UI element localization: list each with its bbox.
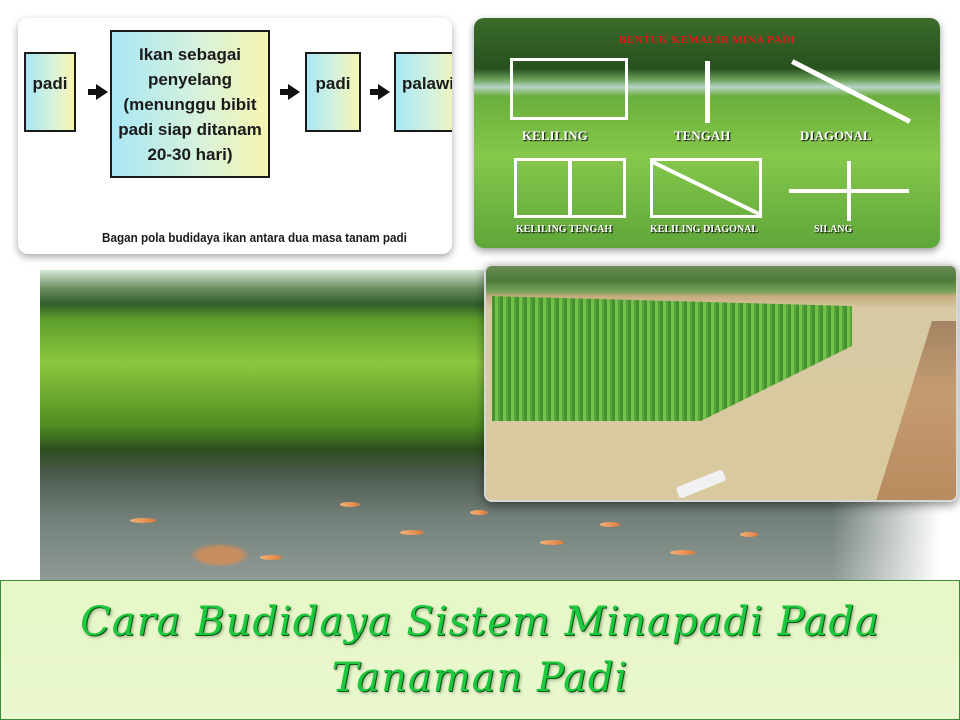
arrow-icon (88, 84, 108, 100)
fish-shape (130, 518, 156, 523)
flow-box-padi-2: padi (305, 52, 361, 132)
shapes-title: BENTUK KEMALIR MINA PADI (618, 34, 796, 46)
rice-plot (492, 296, 852, 421)
fish-shape (260, 555, 282, 560)
rice-field-photo (484, 264, 958, 502)
flow-box-fish-interval: Ikan sebagai penyelang (menunggu bibit p… (110, 30, 270, 178)
flow-caption: Bagan pola budidaya ikan antara dua masa… (102, 230, 407, 245)
water-pipe (675, 469, 727, 499)
label-keliling-tengah: KELILING TENGAH (516, 224, 613, 235)
shape-keliling-tengah (514, 158, 626, 218)
fish-shape (340, 502, 360, 507)
shape-diagonal (788, 58, 911, 124)
label-tengah: TENGAH (674, 128, 731, 143)
label-keliling: KELILING (522, 128, 588, 143)
field-bank (876, 321, 956, 500)
shape-keliling-diagonal (650, 158, 762, 218)
arrow-icon (370, 84, 390, 100)
fish-shape (670, 550, 696, 555)
arrow-icon (280, 84, 300, 100)
title-banner: Cara Budidaya Sistem Minapadi Pada Tanam… (0, 580, 960, 720)
shape-tengah (650, 58, 762, 123)
flow-diagram-card: padi Ikan sebagai penyelang (menunggu bi… (18, 18, 452, 254)
fish-shape (740, 532, 758, 537)
fish-shape (540, 540, 564, 545)
flow-box-padi-1: padi (24, 52, 76, 132)
page-title: Cara Budidaya Sistem Minapadi Pada Tanam… (80, 599, 880, 701)
label-silang: SILANG (814, 224, 853, 235)
shape-silang (786, 158, 909, 221)
fish-shape (600, 522, 620, 527)
shape-keliling (510, 58, 628, 120)
fish-shape (470, 510, 488, 515)
label-keliling-diagonal: KELILING DIAGONAL (650, 224, 759, 235)
fish-shape (400, 530, 424, 535)
flow-box-palawija: palawija (394, 52, 452, 132)
label-diagonal: DIAGONAL (800, 128, 872, 143)
field-shapes-card: BENTUK KEMALIR MINA PADI KELILING TENGAH… (474, 18, 940, 248)
